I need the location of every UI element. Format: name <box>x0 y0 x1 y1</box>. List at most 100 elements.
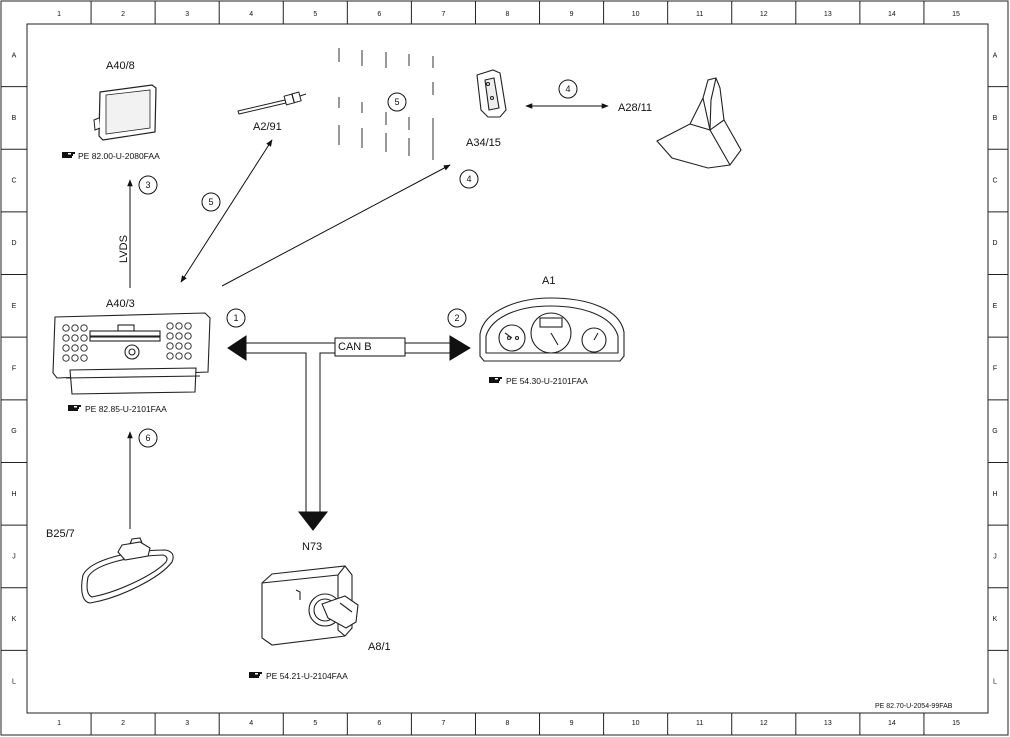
grid-column-label: 7 <box>441 720 445 727</box>
grid-row-label: D <box>11 240 16 247</box>
grid-row-label: E <box>12 303 17 310</box>
svg-text:5: 5 <box>394 97 399 107</box>
head-unit-button <box>80 344 88 352</box>
grid-column-label: 2 <box>121 720 125 727</box>
link-4-a <box>221 164 451 287</box>
ref-a8-1: PE 54.21-U-2104FAA <box>266 671 348 681</box>
ref-a40-3: PE 82.85-U-2101FAA <box>85 404 167 414</box>
grid-column-label: 13 <box>824 11 832 18</box>
grid-column-label: 9 <box>570 11 574 18</box>
lvds-label: LVDS <box>118 235 130 263</box>
grid-column-label: 14 <box>888 11 896 18</box>
grid-column-label: 10 <box>632 720 640 727</box>
label-a1: A1 <box>542 275 555 287</box>
grid-row-label: K <box>12 616 17 623</box>
grid-row-label: E <box>993 303 998 310</box>
number-circle: 4 <box>459 169 479 189</box>
svg-text:5: 5 <box>208 197 213 207</box>
ref-a1: PE 54.30-U-2101FAA <box>506 376 588 386</box>
head-unit-button <box>184 322 192 330</box>
head-unit-button <box>62 354 70 362</box>
shark-fin-antenna-icon <box>656 77 742 169</box>
label-b25-7: B25/7 <box>46 528 75 540</box>
grid-row-label: H <box>992 491 997 498</box>
head-unit-button <box>80 354 88 362</box>
grid-row-label: L <box>12 679 16 686</box>
head-unit-button <box>80 324 88 332</box>
instrument-cluster-icon <box>479 297 625 362</box>
sensor-b25-7[interactable]: B25/7 <box>46 528 174 604</box>
number-circle: 5 <box>387 92 407 112</box>
label-a34-15: A34/15 <box>466 137 501 149</box>
ignition-switch-n73[interactable]: N73 A8/1 PE 54.21-U-2104FAA <box>249 541 391 681</box>
grid-row-label: B <box>993 115 998 122</box>
svg-text:4: 4 <box>565 84 570 94</box>
head-unit-button <box>184 342 192 350</box>
head-unit-button <box>62 334 70 342</box>
display-a40-8[interactable]: A40/8 PE 82.00-U-2080FAA <box>62 60 160 161</box>
rear-window-antenna <box>338 48 434 160</box>
reference-hand-icon <box>489 377 502 383</box>
svg-text:6: 6 <box>145 433 150 443</box>
grid-column-label: 5 <box>313 11 317 18</box>
label-a8-1: A8/1 <box>368 641 391 653</box>
antenna-rod-a2-91[interactable]: A2/91 <box>237 91 307 133</box>
grid-row-label: D <box>992 240 997 247</box>
reference-hand-icon <box>68 405 81 411</box>
connection-numbers: 1 2 3 4 4 5 5 6 <box>138 79 578 448</box>
head-unit-button <box>175 352 183 360</box>
grid-column-label: 3 <box>185 11 189 18</box>
grid-row-label: G <box>992 428 997 435</box>
grid-column-label: 4 <box>249 11 253 18</box>
grid-column-label: 12 <box>760 720 768 727</box>
rod-antenna-icon <box>237 91 307 115</box>
connection-lines <box>127 103 609 529</box>
head-unit-button <box>71 334 79 342</box>
grid-column-label: 10 <box>632 11 640 18</box>
grid-column-label: 9 <box>570 720 574 727</box>
label-n73: N73 <box>302 541 322 553</box>
grid-column-label: 6 <box>377 11 381 18</box>
svg-text:3: 3 <box>145 180 150 190</box>
head-unit-button <box>175 332 183 340</box>
number-circle: 3 <box>138 175 158 195</box>
module-icon <box>476 69 507 118</box>
grid-column-label: 15 <box>952 720 960 727</box>
instrument-cluster-a1[interactable]: A1 PE 54.30-U-2101FAA <box>479 275 625 386</box>
head-unit-buttons <box>62 322 192 362</box>
number-circle: 6 <box>138 428 158 448</box>
grid-column-label: 12 <box>760 11 768 18</box>
number-circle: 2 <box>447 308 467 328</box>
reference-hand-icon <box>249 672 262 678</box>
grid-row-label: C <box>992 178 997 185</box>
svg-text:2: 2 <box>454 313 459 323</box>
number-circle: 5 <box>201 192 221 212</box>
module-a34-15[interactable]: A34/15 <box>466 69 507 149</box>
head-unit-button <box>184 332 192 340</box>
document-id: PE 82.70-U-2054-99FAB <box>875 703 953 710</box>
label-a40-8: A40/8 <box>106 60 135 72</box>
grid-row-label: A <box>12 52 17 59</box>
head-unit-button <box>71 344 79 352</box>
head-unit-button <box>166 322 174 330</box>
display-icon <box>93 84 157 141</box>
grid-row-label: F <box>12 366 16 373</box>
grid-column-label: 14 <box>888 720 896 727</box>
grid-row-label: L <box>993 679 997 686</box>
grid-column-label: 1 <box>57 11 61 18</box>
grid-column-label: 15 <box>952 11 960 18</box>
grid-row-label: F <box>993 366 997 373</box>
head-unit-a40-3[interactable]: A40/3 PE 82.85-U-2101FAA <box>52 298 211 414</box>
grid-row-label: K <box>993 616 998 623</box>
ignition-switch-icon <box>261 565 359 646</box>
grid-row-label: B <box>12 115 17 122</box>
grid-column-label: 1 <box>57 720 61 727</box>
label-a40-3: A40/3 <box>106 298 135 310</box>
grid-row-label: J <box>12 553 16 560</box>
antenna-a28-11[interactable]: A28/11 <box>618 77 742 169</box>
grid-column-label: 8 <box>506 720 510 727</box>
